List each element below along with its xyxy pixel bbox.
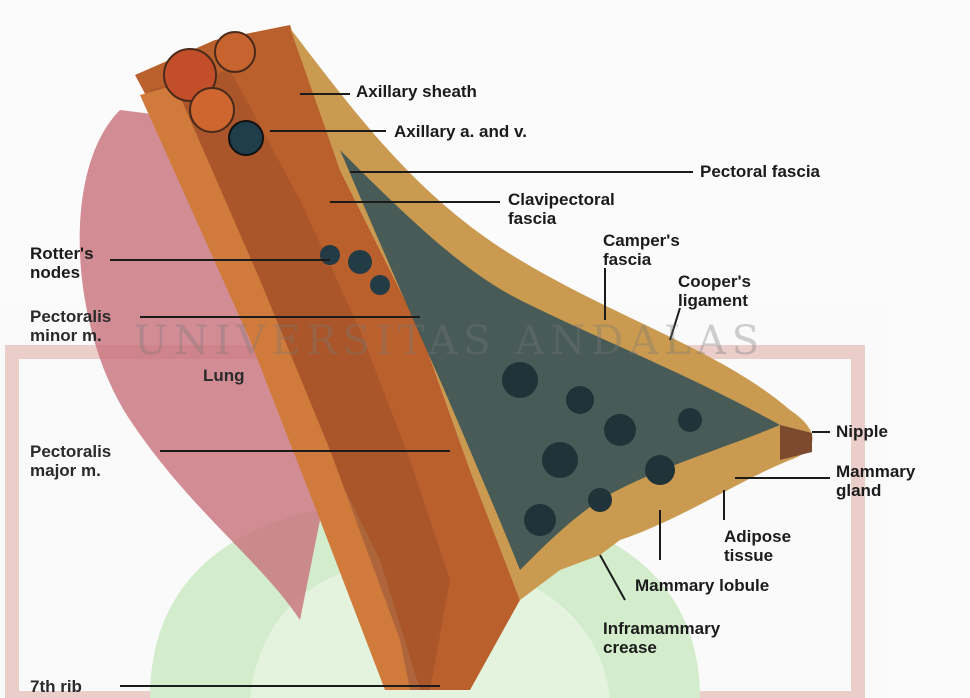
label-rotters-nodes: Rotter's nodes [30,244,94,282]
watermark-text: UNIVERSITAS ANDALAS [134,318,765,364]
label-coopers-ligament: Cooper's ligament [678,272,751,310]
label-7th-rib: 7th rib [30,677,82,696]
label-mammary-gland: Mammary gland [836,462,915,500]
label-pectoral-fascia: Pectoral fascia [700,162,820,181]
label-pectoralis-major: Pectoralis major m. [30,442,111,480]
label-axillary-a-and-v: Axillary a. and v. [394,122,527,141]
label-mammary-lobule: Mammary lobule [635,576,769,595]
label-campers-fascia: Camper's fascia [603,231,680,269]
label-axillary-sheath: Axillary sheath [356,82,477,101]
label-pectoralis-minor: Pectoralis minor m. [30,307,111,345]
label-nipple: Nipple [836,422,888,441]
label-adipose-tissue: Adipose tissue [724,527,791,565]
label-inframammary-crease: Inframammary crease [603,619,720,657]
label-lung: Lung [203,366,245,385]
label-clavipectoral-fascia: Clavipectoral fascia [508,190,615,228]
